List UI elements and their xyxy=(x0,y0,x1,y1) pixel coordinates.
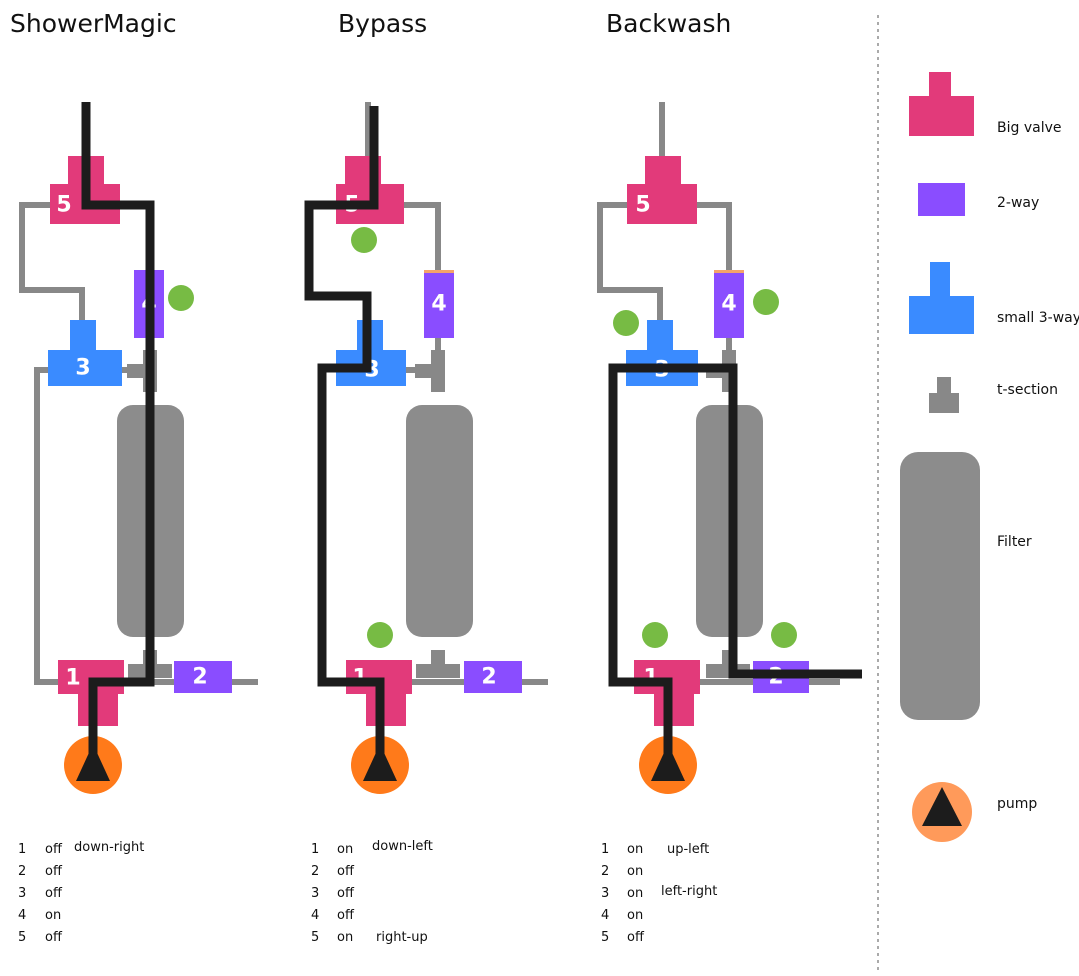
state-num: 5 xyxy=(311,930,319,945)
panel-backwash: Backwash 5 4 xyxy=(597,9,862,945)
state-num: 5 xyxy=(601,930,609,945)
state-num: 2 xyxy=(601,864,609,879)
valve-4-label: 4 xyxy=(721,292,736,317)
valve-4: 4 xyxy=(714,270,744,338)
state-value: off xyxy=(45,930,63,945)
state-value: on xyxy=(337,842,353,857)
legend-item-filter: Filter xyxy=(900,452,1032,720)
legend-item-t-section: t-section xyxy=(929,377,1058,413)
valve-4: 4 xyxy=(424,270,454,338)
indicator-light xyxy=(351,227,377,253)
state-direction: left-right xyxy=(661,884,717,899)
state-num: 3 xyxy=(601,886,609,901)
pump xyxy=(639,736,697,794)
indicator-light xyxy=(771,622,797,648)
state-num: 2 xyxy=(311,864,319,879)
state-num: 5 xyxy=(18,930,26,945)
legend-label: 2-way xyxy=(997,195,1039,211)
valve-2: 2 xyxy=(464,661,522,693)
panel-showermagic: ShowerMagic 5 4 xyxy=(10,9,258,945)
state-value: on xyxy=(337,930,353,945)
state-num: 3 xyxy=(18,886,26,901)
legend: Big valve 2-way small 3-way t-section Fi… xyxy=(900,72,1079,842)
state-direction: right-up xyxy=(376,930,428,945)
state-direction: down-left xyxy=(372,839,433,854)
state-num: 1 xyxy=(601,842,609,857)
state-table: 1 on up-left 2 on 3 on left-right 4 on 5… xyxy=(601,842,717,945)
legend-item-small-three-way: small 3-way xyxy=(909,262,1079,334)
flow-path xyxy=(304,106,385,760)
state-value: on xyxy=(627,886,643,901)
indicator-light xyxy=(613,310,639,336)
legend-label: pump xyxy=(997,796,1037,812)
state-direction: up-left xyxy=(667,842,709,857)
panel-title: Bypass xyxy=(338,9,427,38)
indicator-light xyxy=(642,622,668,648)
pipes xyxy=(597,102,840,685)
valve-5-label: 5 xyxy=(635,193,650,218)
filter-tank xyxy=(406,405,473,637)
state-value: off xyxy=(337,886,355,901)
indicator-light xyxy=(753,289,779,315)
valve-3-label: 3 xyxy=(75,356,90,381)
legend-label: t-section xyxy=(997,382,1058,398)
state-value: off xyxy=(45,886,63,901)
flow-path xyxy=(81,102,155,760)
state-num: 4 xyxy=(601,908,609,923)
state-direction: down-right xyxy=(74,840,144,855)
panel-title: ShowerMagic xyxy=(10,9,177,38)
state-table: 1 on down-left 2 off 3 off 4 off 5 on ri… xyxy=(311,839,433,945)
valve-5-label: 5 xyxy=(56,193,71,218)
state-value: off xyxy=(627,930,645,945)
legend-label: Big valve xyxy=(997,120,1061,136)
state-num: 3 xyxy=(311,886,319,901)
legend-item-big-valve: Big valve xyxy=(909,72,1061,136)
legend-item-two-way: 2-way xyxy=(918,183,1039,216)
indicator-light xyxy=(168,285,194,311)
legend-item-pump: pump xyxy=(912,782,1037,842)
pump xyxy=(64,736,122,794)
state-num: 4 xyxy=(311,908,319,923)
legend-label: Filter xyxy=(997,534,1032,550)
valve-2-label: 2 xyxy=(192,665,207,690)
panel-bypass: Bypass 5 4 xyxy=(304,9,548,945)
panel-title: Backwash xyxy=(606,9,731,38)
valve-1-label: 1 xyxy=(65,666,80,691)
legend-label: small 3-way xyxy=(997,310,1079,326)
t-section-bottom xyxy=(416,650,460,678)
state-num: 1 xyxy=(311,842,319,857)
state-value: off xyxy=(337,864,355,879)
flow-path xyxy=(608,363,862,760)
t-section-top xyxy=(415,350,445,392)
valve-4-label: 4 xyxy=(431,292,446,317)
state-value: off xyxy=(45,842,63,857)
state-value: on xyxy=(45,908,61,923)
state-value: on xyxy=(627,842,643,857)
state-table: 1 off down-right 2 off 3 off 4 on 5 off xyxy=(18,840,144,945)
pump xyxy=(351,736,409,794)
state-value: on xyxy=(627,864,643,879)
valve-5: 5 xyxy=(627,156,697,224)
valve-2-label: 2 xyxy=(481,665,496,690)
state-num: 4 xyxy=(18,908,26,923)
state-value: on xyxy=(627,908,643,923)
indicator-light xyxy=(367,622,393,648)
state-num: 1 xyxy=(18,842,26,857)
valve-2: 2 xyxy=(174,661,232,693)
state-value: off xyxy=(45,864,63,879)
valve-3: 3 xyxy=(48,320,122,386)
state-value: off xyxy=(337,908,355,923)
valve-1: 1 xyxy=(58,660,124,726)
state-num: 2 xyxy=(18,864,26,879)
